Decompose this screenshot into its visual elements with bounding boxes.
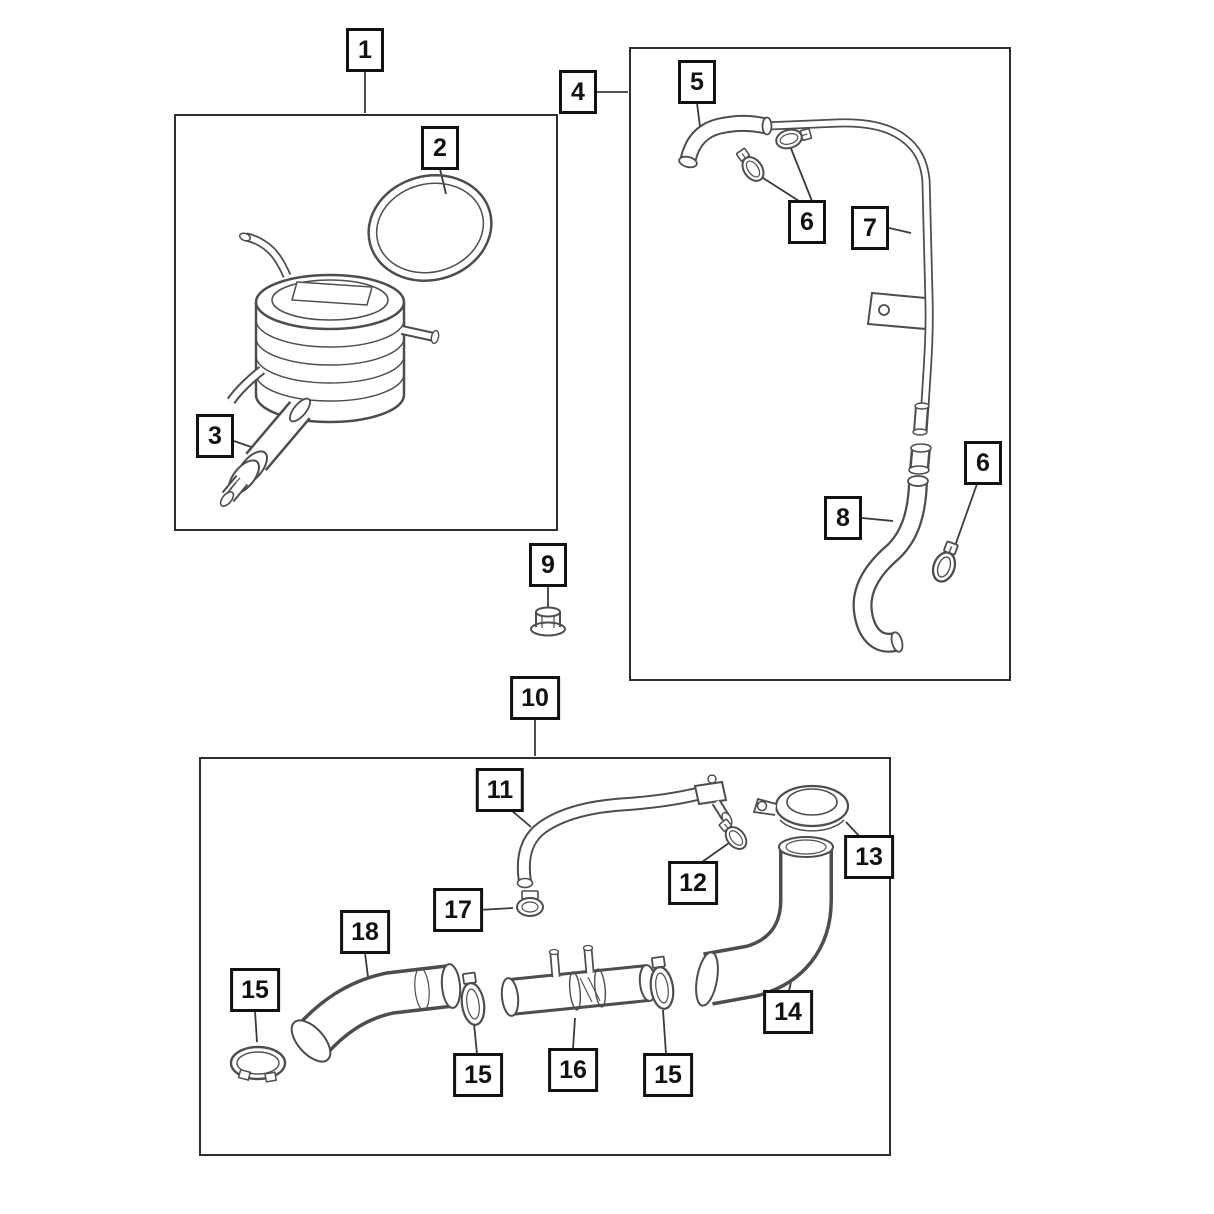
callout-13: 13 xyxy=(844,835,894,879)
callout-18: 18 xyxy=(340,910,390,954)
callout-2: 2 xyxy=(421,126,459,170)
flange-nut-drawing xyxy=(530,606,566,637)
group-box-oil-cooler xyxy=(174,114,558,531)
o-ring-gasket-drawing xyxy=(367,174,493,282)
callout-16: 16 xyxy=(548,1048,598,1092)
callout-15-ring: 15 xyxy=(230,968,280,1012)
callout-6-upper: 6 xyxy=(788,200,826,244)
callout-10: 10 xyxy=(510,676,560,720)
upper-hose-drawing xyxy=(678,114,964,653)
oil-fitting-drawing xyxy=(219,397,312,507)
lower-hose-drawing xyxy=(229,774,850,1083)
group-box-hose-assembly xyxy=(629,47,1011,681)
callout-9: 9 xyxy=(529,543,567,587)
callout-8: 8 xyxy=(824,496,862,540)
hose-clamp-icon xyxy=(928,538,964,586)
callout-1: 1 xyxy=(346,28,384,72)
callout-12: 12 xyxy=(668,861,718,905)
callout-4: 4 xyxy=(559,70,597,114)
callout-11: 11 xyxy=(475,768,525,812)
group-box-lower-hoses xyxy=(199,757,891,1156)
callout-15-right: 15 xyxy=(643,1053,693,1097)
callout-14: 14 xyxy=(763,990,813,1034)
leader-lines xyxy=(233,71,978,1055)
callout-7: 7 xyxy=(851,206,889,250)
callout-17: 17 xyxy=(433,888,483,932)
group-boxes xyxy=(174,47,1011,1156)
callout-3: 3 xyxy=(196,414,234,458)
callout-15-left: 15 xyxy=(453,1053,503,1097)
callout-5: 5 xyxy=(678,60,716,104)
callout-6-lower: 6 xyxy=(964,441,1002,485)
hose-clamp-icon xyxy=(732,144,769,186)
oil-cooler-drawing xyxy=(226,232,440,424)
